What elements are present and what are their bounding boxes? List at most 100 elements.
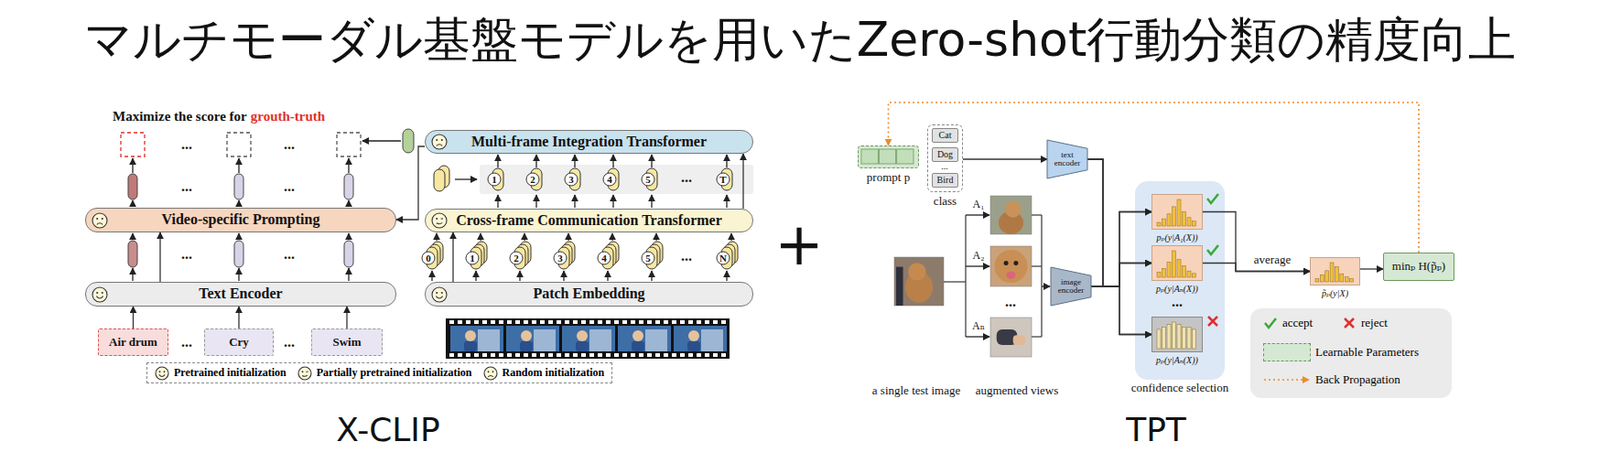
- face-eye: [159, 370, 162, 373]
- film-hole: [704, 320, 710, 325]
- arrow-line: [606, 270, 608, 282]
- film-hole: [523, 320, 529, 325]
- box-label: text encoder: [1048, 151, 1086, 169]
- caption: confidence selection: [1131, 381, 1229, 396]
- arrow-line: [497, 194, 498, 208]
- film-hole: [688, 353, 693, 357]
- box-label: Video-specific Prompting: [162, 211, 321, 228]
- legend-text: reject: [1361, 315, 1388, 331]
- box-label: Patch Embedding: [532, 285, 645, 303]
- flow-arrow: [742, 153, 744, 209]
- film-hole: [449, 353, 455, 357]
- text-token: [344, 173, 354, 200]
- annotation: ...: [283, 136, 295, 153]
- arrow-line: [612, 154, 614, 168]
- face-eye: [163, 370, 166, 373]
- token-number: 4: [601, 252, 607, 265]
- film-hole: [713, 353, 718, 357]
- histogram-bar: [1319, 274, 1324, 282]
- photo: [990, 195, 1032, 235]
- film-hole: [507, 353, 512, 357]
- face-outline: [484, 367, 498, 380]
- title: マルチモーダル基盤モデルを用いたZero-shot行動分類の精度向上: [84, 12, 1517, 68]
- score-box: [227, 132, 251, 157]
- score-box: [120, 132, 145, 157]
- flow-arrow: [1091, 263, 1152, 288]
- annotation: ...: [283, 246, 295, 263]
- token-number-ring: [564, 172, 578, 186]
- arrow-line: [454, 178, 477, 180]
- flow-arrow: [1202, 212, 1310, 272]
- film-hole: [490, 353, 496, 357]
- film-hole: [490, 320, 496, 325]
- film-hole: [482, 320, 487, 325]
- cross-stroke: [1344, 318, 1354, 328]
- film-hole: [523, 353, 529, 357]
- frame-token: [433, 169, 445, 192]
- init-face: [431, 212, 448, 229]
- caption: pₚ(y|Aₙ(X)): [1156, 283, 1199, 295]
- annotation: Maximize the score for: [112, 108, 248, 125]
- face-mouth: [436, 222, 443, 224]
- backprop-sample: [1263, 375, 1311, 385]
- class-name-box: Swim: [311, 328, 383, 357]
- dog-head: [1005, 201, 1022, 218]
- film-hole: [474, 353, 479, 357]
- transformer-box: Multi-frame Integration Transformer: [424, 129, 754, 154]
- arrow-line: [725, 194, 727, 208]
- token-number: 0: [425, 252, 432, 265]
- figure-name: TPT: [1125, 410, 1187, 449]
- film-hole: [507, 320, 512, 325]
- film-hole: [465, 353, 471, 357]
- video-frame-seat: [477, 329, 500, 352]
- face-eye: [305, 370, 308, 372]
- histogram-bar: [1182, 211, 1187, 227]
- box-label: Cross-frame Communication Transformer: [455, 212, 723, 229]
- legend-item: Back Propagation: [1263, 372, 1401, 388]
- film-hole: [556, 320, 562, 325]
- dog-eye: [1013, 260, 1018, 266]
- arrow-line: [650, 154, 652, 168]
- flow-arrow: [452, 232, 454, 282]
- film-hole: [531, 320, 537, 325]
- arrow-line: [131, 158, 133, 173]
- child-body: [575, 341, 589, 352]
- trapezoid-outline: [1050, 267, 1092, 306]
- child-body: [464, 341, 477, 352]
- histogram-bar: [1187, 326, 1191, 349]
- film-hole: [671, 320, 677, 325]
- video-token: [402, 129, 414, 153]
- film-hole: [457, 320, 463, 325]
- histogram-bar: [1335, 266, 1340, 282]
- arrow-line: [523, 233, 525, 241]
- video-frame: [562, 325, 616, 352]
- legend-face: [154, 366, 170, 381]
- box-label: Swim: [332, 335, 361, 350]
- histogram: pₚ(y|Aₙ(X)): [1151, 316, 1203, 353]
- video-frame: [673, 325, 727, 352]
- arrow-line: [655, 233, 657, 241]
- film-hole: [498, 353, 504, 357]
- token-number-ring: [526, 172, 540, 186]
- flow-arrow: [1091, 286, 1152, 336]
- histogram-bar: [1192, 273, 1197, 278]
- film-hole: [696, 320, 702, 325]
- histogram-bar: [1172, 322, 1177, 349]
- face-outline: [155, 367, 169, 380]
- token-number-ring: [597, 251, 611, 265]
- token-number-ring: [553, 251, 567, 265]
- face-eye: [301, 370, 303, 373]
- legend-text: Random initialization: [502, 366, 606, 380]
- film-hole: [680, 320, 685, 325]
- check-stroke: [1207, 245, 1219, 255]
- face-eye: [101, 216, 104, 219]
- annotation: A₂: [972, 249, 985, 263]
- annotation: augmented views: [975, 384, 1060, 399]
- encoder-trapezoid: text encoder: [1047, 140, 1088, 179]
- arrow-line: [237, 268, 239, 282]
- histogram-bar: [1182, 266, 1187, 278]
- arrow-line: [347, 268, 349, 282]
- face-outline: [298, 367, 312, 380]
- histogram-bar: [1156, 222, 1161, 227]
